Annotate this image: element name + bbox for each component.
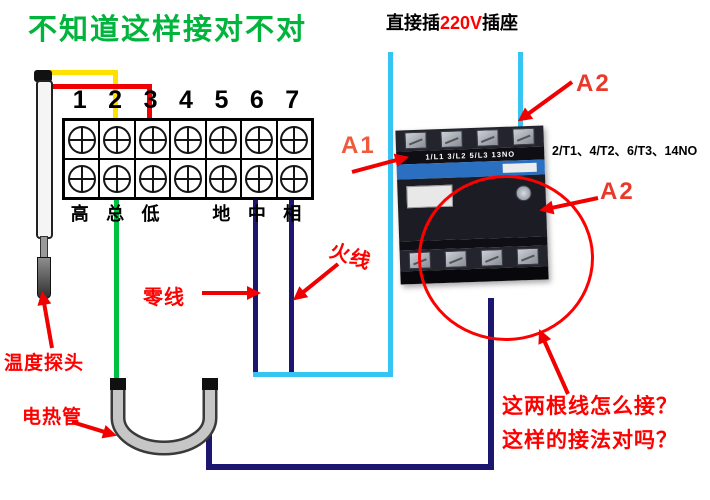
a2-top-arrow [527,80,574,116]
screw-icon [173,164,202,193]
probe-arrow [42,303,54,349]
screw-icon [209,125,238,154]
terminal-labels: 高 总 低 地 中 相 [62,200,310,226]
wire-red-horizontal [48,84,152,89]
terminal-number: 7 [285,86,300,114]
wire-plug-right [518,52,523,130]
terminal-number: 4 [179,86,193,114]
neutral-arrow [202,291,248,295]
terminal-number: 1 [72,86,87,114]
highlight-circle [418,175,594,341]
terminal-cell [99,159,135,198]
screw-icon [173,125,202,154]
screw-icon [244,125,273,154]
terminal-cell [276,120,312,159]
terminal-block [62,118,314,200]
terminal-cell [276,159,312,198]
wire-yellow-horizontal [50,70,118,75]
probe-label: 温度探头 [4,353,85,374]
brand-chip [502,162,537,173]
terminal-cell [99,120,135,159]
terminal-label [168,200,203,226]
terminal-cell [241,120,277,159]
wire-bottom-horizontal [206,464,494,470]
socket-label-prefix: 直接插 [386,13,440,33]
terminal-cell [134,120,171,159]
live-arrow [301,262,340,294]
wire-live-vertical [289,196,294,376]
probe-body [36,80,53,239]
terminal-number: 5 [214,86,229,114]
wire-plug-left [388,52,393,376]
screw-icon [280,164,309,193]
wire-red-vertical [147,84,152,120]
socket-voltage: 220V [440,13,483,33]
terminal-label: 相 [283,204,302,224]
socket-label: 直接插220V插座 [386,9,518,35]
screw-icon [103,125,132,154]
terminal-cell [64,120,100,159]
wire-cyan-junction [253,372,393,377]
terminal-cell [170,120,206,159]
question-line-1: 这两根线怎么接？ [502,395,678,418]
terminal-cell [241,159,277,198]
output-terminals-label: 2/T1、4/T2、6/T3、14NO [552,144,698,158]
terminal-label: 中 [247,204,266,224]
wire-contactor-output [488,298,494,470]
screw-icon [280,125,309,154]
screw-icon [103,164,132,193]
screw-icon [138,125,167,154]
terminal-cell [134,159,171,198]
question-line-2: 这样的接法对吗？ [502,429,678,452]
socket-label-suffix: 插座 [482,13,519,33]
terminal-label: 地 [212,204,231,224]
terminal-cell [205,159,242,198]
question-arrow [542,340,570,395]
screw-icon [512,127,535,146]
screw-icon [404,131,428,150]
wire-green-vertical [114,198,119,392]
terminal-cell [205,120,242,159]
screw-icon [138,164,167,193]
screw-icon [476,129,499,147]
terminal-numbers: 1 2 3 4 5 6 7 [62,86,310,115]
coil-label-a1: A1 [341,132,376,159]
screw-icon [209,164,238,193]
terminal-cell [170,159,206,198]
screw-icon [244,164,273,193]
terminal-label: 总 [106,204,125,224]
screw-icon [440,130,463,149]
screw-icon [67,164,96,193]
terminal-number: 3 [143,86,158,114]
probe-cap [34,70,52,82]
terminal-number: 2 [108,86,123,114]
terminal-cell [64,159,100,198]
coil-label-a2-side: A2 [600,178,635,205]
heater-label: 电热管 [22,407,83,428]
tube-right-cap [202,378,218,390]
screw-icon [67,125,96,154]
page-title: 不知道这样接对不对 [28,14,308,46]
tube-left-cap [110,378,126,390]
coil-label-a2-top: A2 [576,70,611,97]
terminal-label: 低 [141,204,160,224]
neutral-wire-label: 零线 [143,287,185,309]
terminal-number: 6 [249,86,264,114]
heating-tube [110,390,218,456]
wire-yellow-vertical [113,70,118,120]
terminal-label: 高 [70,204,89,224]
